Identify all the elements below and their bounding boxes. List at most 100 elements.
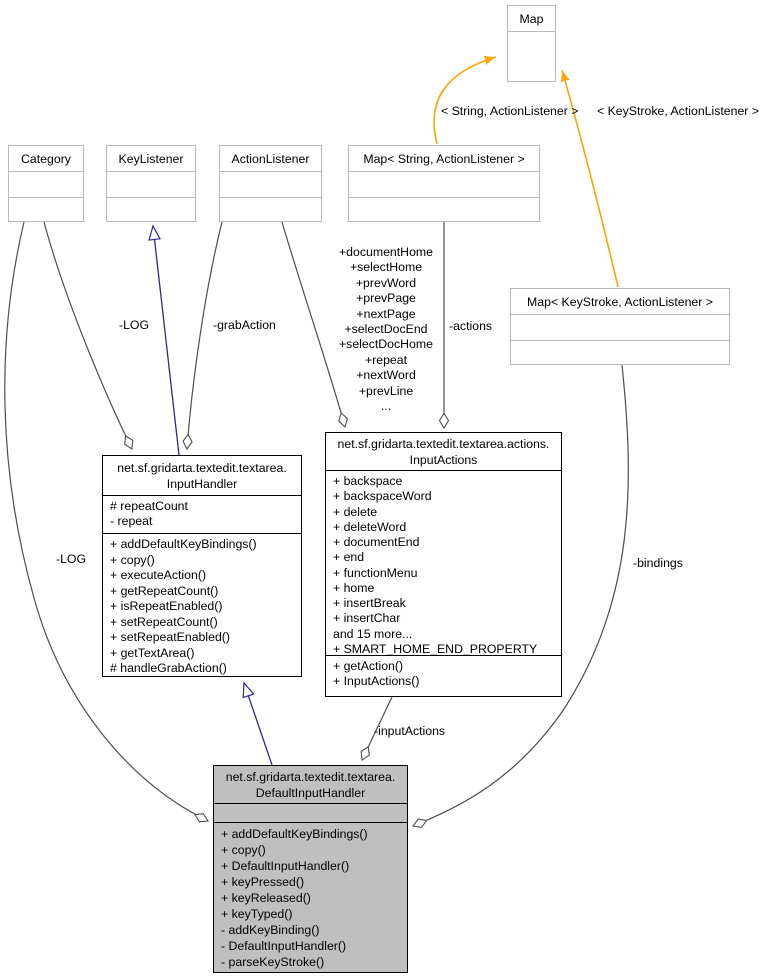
- class-inputactions-methods: + getAction()+ InputActions(): [326, 656, 561, 696]
- edge-label-bindings: -bindings: [633, 556, 683, 570]
- method: + setRepeatCount(): [110, 614, 218, 629]
- class-map-string-title: Map< String, ActionListener >: [349, 146, 539, 172]
- method: + copy(): [110, 552, 155, 567]
- edge-inputactions-to-default: [362, 696, 393, 760]
- attribute: + insertChar: [333, 611, 401, 626]
- edge-label-actions: -actions: [449, 319, 493, 333]
- method: - DefaultInputHandler(): [221, 939, 347, 953]
- edge-label-member: ...: [380, 399, 392, 414]
- edge-log-to-inputhandler: [43, 221, 132, 449]
- edge-template-keystroke: [560, 69, 619, 288]
- attribute: + backspaceWord: [333, 489, 432, 504]
- method: + isRepeatEnabled(): [110, 599, 223, 613]
- method: + executeAction(): [110, 568, 207, 582]
- edge-log-to-default: [4, 221, 208, 821]
- class-map[interactable]: Map: [507, 5, 556, 82]
- edge-label-actionlistener-members: +documentHome+selectHome+prevWord+prevPa…: [316, 245, 456, 414]
- class-defaultinputhandler-name: DefaultInputHandler: [255, 785, 366, 800]
- class-actionlistener[interactable]: ActionListener: [219, 145, 322, 222]
- method: + getAction(): [333, 659, 404, 673]
- class-inputhandler-title: net.sf.gridarta.textedit.textarea. Input…: [103, 456, 301, 496]
- class-actionlistener-title: ActionListener: [220, 146, 321, 172]
- method: # handleGrabAction(): [110, 661, 227, 675]
- edge-bindings-to-default: [413, 364, 629, 826]
- class-inputactions-package: net.sf.gridarta.textedit.textarea.action…: [337, 436, 550, 451]
- edge-label-member: +selectDocEnd: [344, 322, 428, 337]
- edge-label-log-inputhandler: -LOG: [119, 318, 150, 332]
- class-map-keystroke-methods: [511, 341, 729, 364]
- class-map-string-methods: [349, 198, 539, 221]
- edge-inherit-keylistener: [153, 226, 180, 456]
- edge-label-template-keystroke: < KeyStroke, ActionListener >: [597, 104, 760, 118]
- edge-label-log-default: -LOG: [56, 552, 87, 566]
- edge-label-member: +repeat: [364, 352, 408, 367]
- edge-label-member: +prevWord: [355, 275, 417, 290]
- class-inputhandler-package: net.sf.gridarta.textedit.textarea.: [117, 460, 287, 475]
- attribute: + backspace: [333, 474, 403, 488]
- class-map-title: Map: [508, 6, 555, 32]
- edge-members-to-inputactions: [281, 221, 345, 427]
- class-inputactions-name: InputActions: [409, 452, 478, 467]
- attribute: + end: [333, 550, 365, 565]
- class-defaultinputhandler-methods: + addDefaultKeyBindings() + copy() + Defau…: [214, 823, 407, 971]
- method: + addDefaultKeyBindings(): [110, 537, 257, 551]
- class-map-keystroke-actionlistener[interactable]: Map< KeyStroke, ActionListener >: [510, 288, 730, 365]
- class-keylistener-title: KeyListener: [107, 146, 195, 172]
- class-keylistener-attributes: [107, 172, 195, 198]
- attribute: + home: [333, 580, 375, 595]
- class-inputhandler-name: InputHandler: [166, 476, 238, 491]
- class-defaultinputhandler-package: net.sf.gridarta.textedit.textarea.: [225, 769, 396, 784]
- class-category-methods: [9, 198, 83, 221]
- edge-label-member: +prevLine: [358, 383, 414, 398]
- class-category-title: Category: [9, 146, 83, 172]
- class-inputhandler[interactable]: net.sf.gridarta.textedit.textarea. Input…: [102, 455, 302, 677]
- attribute: and 15 more...: [333, 626, 413, 641]
- method: + addDefaultKeyBindings(): [221, 827, 368, 841]
- method: + setRepeatEnabled(): [110, 630, 230, 644]
- attribute: # repeatCount: [110, 499, 188, 513]
- class-defaultinputhandler-attributes: [214, 804, 407, 823]
- method: + getTextArea(): [110, 645, 195, 660]
- edge-label-member: +documentHome: [339, 245, 433, 259]
- attribute: + SMART_HOME_END_PROPERTY: [333, 641, 538, 656]
- class-defaultinputhandler[interactable]: net.sf.gridarta.textedit.textarea. Defau…: [213, 765, 408, 973]
- class-map-string-attributes: [349, 172, 539, 198]
- method: + copy(): [221, 843, 266, 857]
- method: + InputActions(): [333, 674, 420, 689]
- method: + DefaultInputHandler(): [221, 859, 350, 873]
- attribute: - repeat: [110, 514, 153, 529]
- class-keylistener[interactable]: KeyListener: [106, 145, 196, 222]
- class-keylistener-methods: [107, 198, 195, 221]
- attribute: + insertBreak: [333, 596, 406, 610]
- edge-label-member: +selectHome: [349, 260, 423, 275]
- edge-label-member: +selectDocHome: [339, 337, 433, 352]
- attribute: + functionMenu: [333, 565, 418, 580]
- edge-label-template-string: < String, ActionListener >: [441, 104, 579, 118]
- attribute: + delete: [333, 504, 378, 519]
- attribute: + documentEnd: [333, 535, 420, 549]
- edge-inherit-inputhandler: [244, 683, 273, 766]
- class-defaultinputhandler-title: net.sf.gridarta.textedit.textarea. Defau…: [214, 766, 407, 804]
- class-map-string-actionlistener[interactable]: Map< String, ActionListener >: [348, 145, 540, 222]
- class-inputhandler-attributes: # repeatCount- repeat: [103, 496, 301, 534]
- attribute: + deleteWord: [333, 519, 407, 534]
- class-category[interactable]: Category: [8, 145, 84, 222]
- edge-label-member: +nextPage: [356, 306, 416, 321]
- method: + keyTyped(): [221, 907, 293, 921]
- class-inputactions-attributes: + backspace+ backspaceWord+ delete+ dele…: [326, 471, 561, 656]
- edge-template-string: [433, 55, 497, 145]
- class-map-keystroke-attributes: [511, 315, 729, 341]
- edge-label-member: +prevPage: [356, 291, 416, 306]
- method: + keyReleased(): [221, 891, 311, 905]
- class-actionlistener-methods: [220, 198, 321, 221]
- method: - parseKeyStroke(): [221, 955, 325, 969]
- class-actionlistener-attributes: [220, 172, 321, 198]
- method: + keyPressed(): [221, 875, 305, 889]
- edge-label-inputactions: -inputActions: [374, 724, 446, 738]
- class-inputhandler-methods: + addDefaultKeyBindings()+ copy()+ execu…: [103, 534, 301, 676]
- class-inputactions[interactable]: net.sf.gridarta.textedit.textarea.action…: [325, 432, 562, 697]
- class-category-attributes: [9, 172, 83, 198]
- edge-label-member: +nextWord: [356, 368, 416, 383]
- edge-label-grabaction: -grabAction: [213, 318, 276, 332]
